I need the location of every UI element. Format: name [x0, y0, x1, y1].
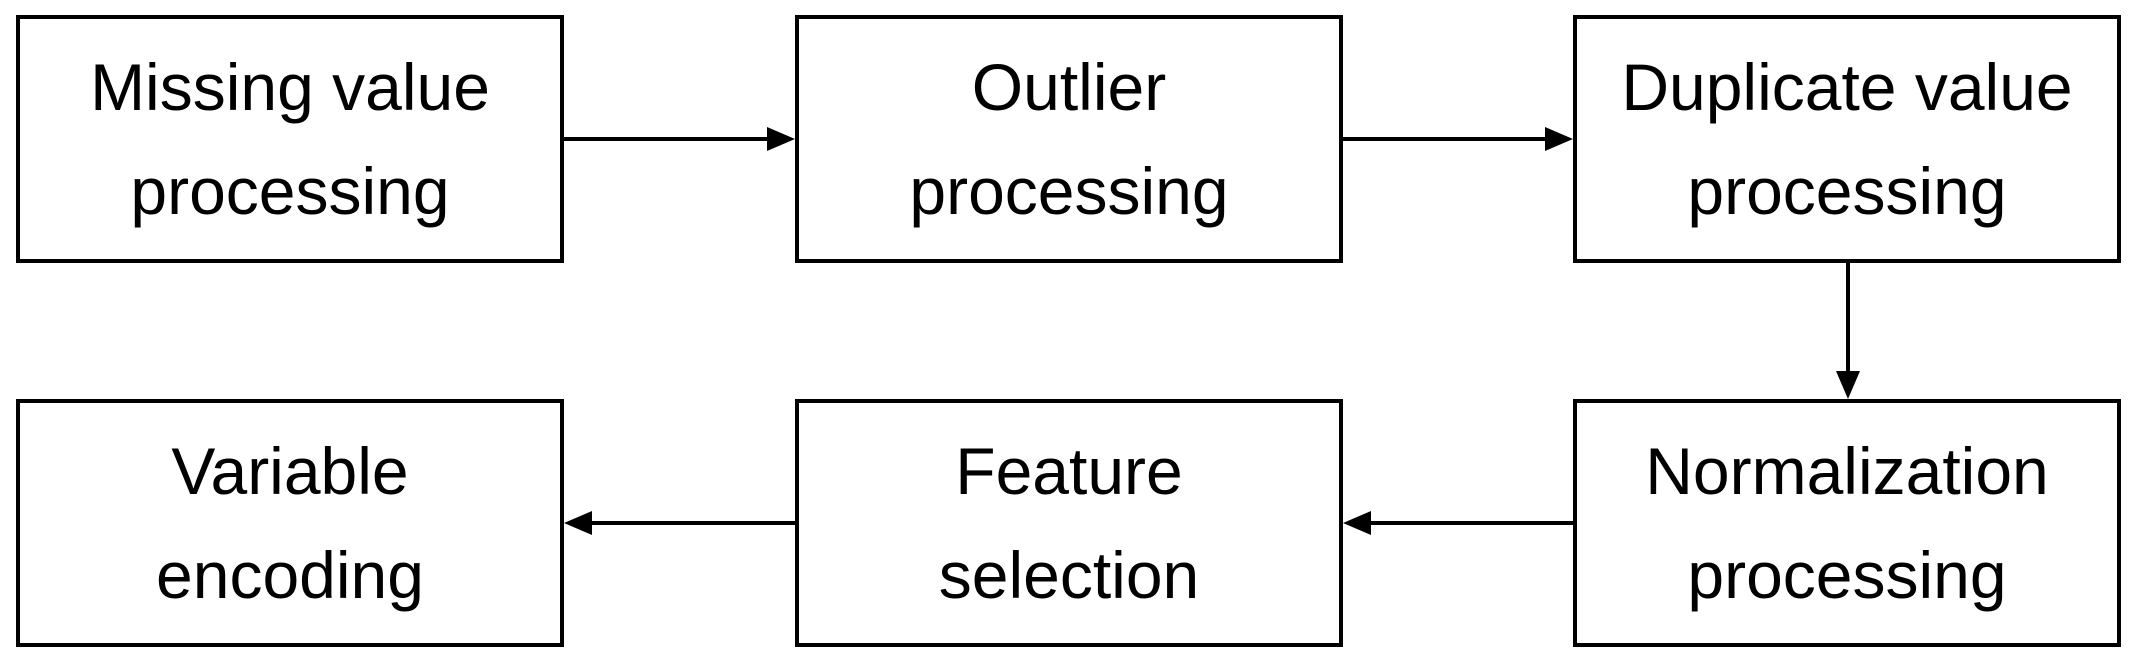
step-label-line1: Variable	[171, 434, 409, 508]
step-label-line2: processing	[1687, 154, 2007, 228]
arrow-1-to-2-head	[767, 127, 795, 151]
step-label-line2: processing	[1687, 538, 2007, 612]
step-label-line2: processing	[130, 154, 450, 228]
step-label-line2: selection	[938, 538, 1200, 612]
step-variable-encoding: Variable encoding	[16, 399, 564, 647]
step-label-line2: processing	[909, 154, 1229, 228]
step-label-line1: Duplicate value	[1621, 50, 2073, 124]
step-duplicate-value-processing: Duplicate value processing	[1573, 15, 2121, 263]
step-label-line1: Feature	[955, 434, 1183, 508]
step-label-line1: Normalization	[1645, 434, 2049, 508]
step-missing-value-processing: Missing value processing	[16, 15, 564, 263]
arrow-3-to-4-head	[1836, 371, 1860, 399]
arrow-4-to-5-head	[1343, 511, 1371, 535]
step-feature-selection: Feature selection	[795, 399, 1343, 647]
step-label-line2: encoding	[156, 538, 424, 612]
arrow-2-to-3-head	[1545, 127, 1573, 151]
arrow-5-to-6-head	[564, 511, 592, 535]
step-outlier-processing: Outlier processing	[795, 15, 1343, 263]
step-normalization-processing: Normalization processing	[1573, 399, 2121, 647]
step-label-line1: Missing value	[90, 50, 490, 124]
step-label-line1: Outlier	[971, 50, 1167, 124]
